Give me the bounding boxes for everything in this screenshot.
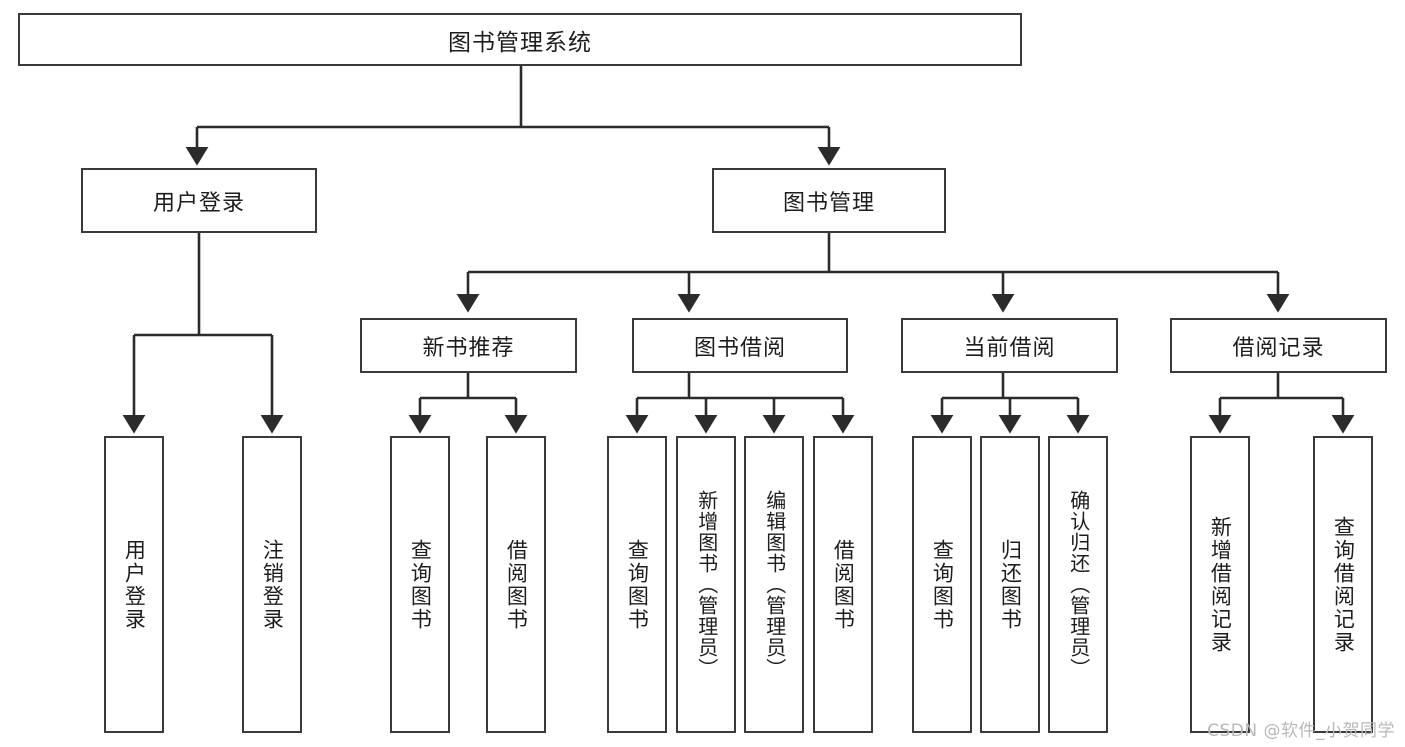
node-leaf-user-login[interactable]: 用户登录 bbox=[104, 436, 164, 733]
node-label: 新书推荐 bbox=[422, 335, 515, 361]
node-label: 归还图书 bbox=[998, 538, 1023, 631]
node-label: 查询图书 bbox=[625, 538, 650, 631]
node-label: 查询借阅记录 bbox=[1331, 515, 1356, 654]
node-label: 编辑图书（管理员） bbox=[762, 490, 787, 679]
node-new-book-rec[interactable]: 新书推荐 bbox=[360, 318, 577, 373]
node-label: 图书管理系统 bbox=[448, 29, 592, 56]
node-leaf-add-book-admin[interactable]: 新增图书（管理员） bbox=[676, 436, 736, 733]
node-label: 确认归还（管理员） bbox=[1066, 490, 1091, 679]
watermark: CSDN @软件_小贺同学 bbox=[1207, 721, 1395, 741]
node-borrow-record[interactable]: 借阅记录 bbox=[1170, 318, 1387, 373]
node-leaf-edit-book-admin[interactable]: 编辑图书（管理员） bbox=[744, 436, 804, 733]
node-leaf-query-record[interactable]: 查询借阅记录 bbox=[1313, 436, 1373, 733]
node-label: 当前借阅 bbox=[963, 335, 1056, 361]
node-label: 借阅图书 bbox=[504, 538, 529, 631]
node-leaf-query-book-3[interactable]: 查询图书 bbox=[912, 436, 972, 733]
node-current-borrow[interactable]: 当前借阅 bbox=[901, 318, 1118, 373]
node-leaf-logout[interactable]: 注销登录 bbox=[242, 436, 302, 733]
node-leaf-query-book-2[interactable]: 查询图书 bbox=[607, 436, 667, 733]
node-leaf-return-book[interactable]: 归还图书 bbox=[980, 436, 1040, 733]
node-leaf-borrow-book-2[interactable]: 借阅图书 bbox=[813, 436, 873, 733]
node-book-borrow[interactable]: 图书借阅 bbox=[632, 318, 848, 373]
node-label: 图书管理 bbox=[782, 190, 875, 216]
node-label: 用户登录 bbox=[122, 538, 147, 631]
node-root[interactable]: 图书管理系统 bbox=[18, 13, 1022, 66]
node-label: 新增借阅记录 bbox=[1208, 515, 1233, 654]
node-book-manage[interactable]: 图书管理 bbox=[712, 168, 946, 233]
node-label: 查询图书 bbox=[930, 538, 955, 631]
node-leaf-add-record[interactable]: 新增借阅记录 bbox=[1190, 436, 1250, 733]
node-leaf-borrow-book-1[interactable]: 借阅图书 bbox=[486, 436, 546, 733]
node-user-login[interactable]: 用户登录 bbox=[81, 168, 317, 233]
node-label: 图书借阅 bbox=[693, 335, 786, 361]
node-label: 用户登录 bbox=[152, 190, 245, 216]
node-leaf-query-book-1[interactable]: 查询图书 bbox=[390, 436, 450, 733]
node-label: 新增图书（管理员） bbox=[694, 490, 719, 679]
node-leaf-confirm-return-admin[interactable]: 确认归还（管理员） bbox=[1048, 436, 1108, 733]
node-label: 借阅记录 bbox=[1232, 335, 1325, 361]
node-label: 注销登录 bbox=[260, 538, 285, 631]
node-label: 借阅图书 bbox=[831, 538, 856, 631]
node-label: 查询图书 bbox=[408, 538, 433, 631]
